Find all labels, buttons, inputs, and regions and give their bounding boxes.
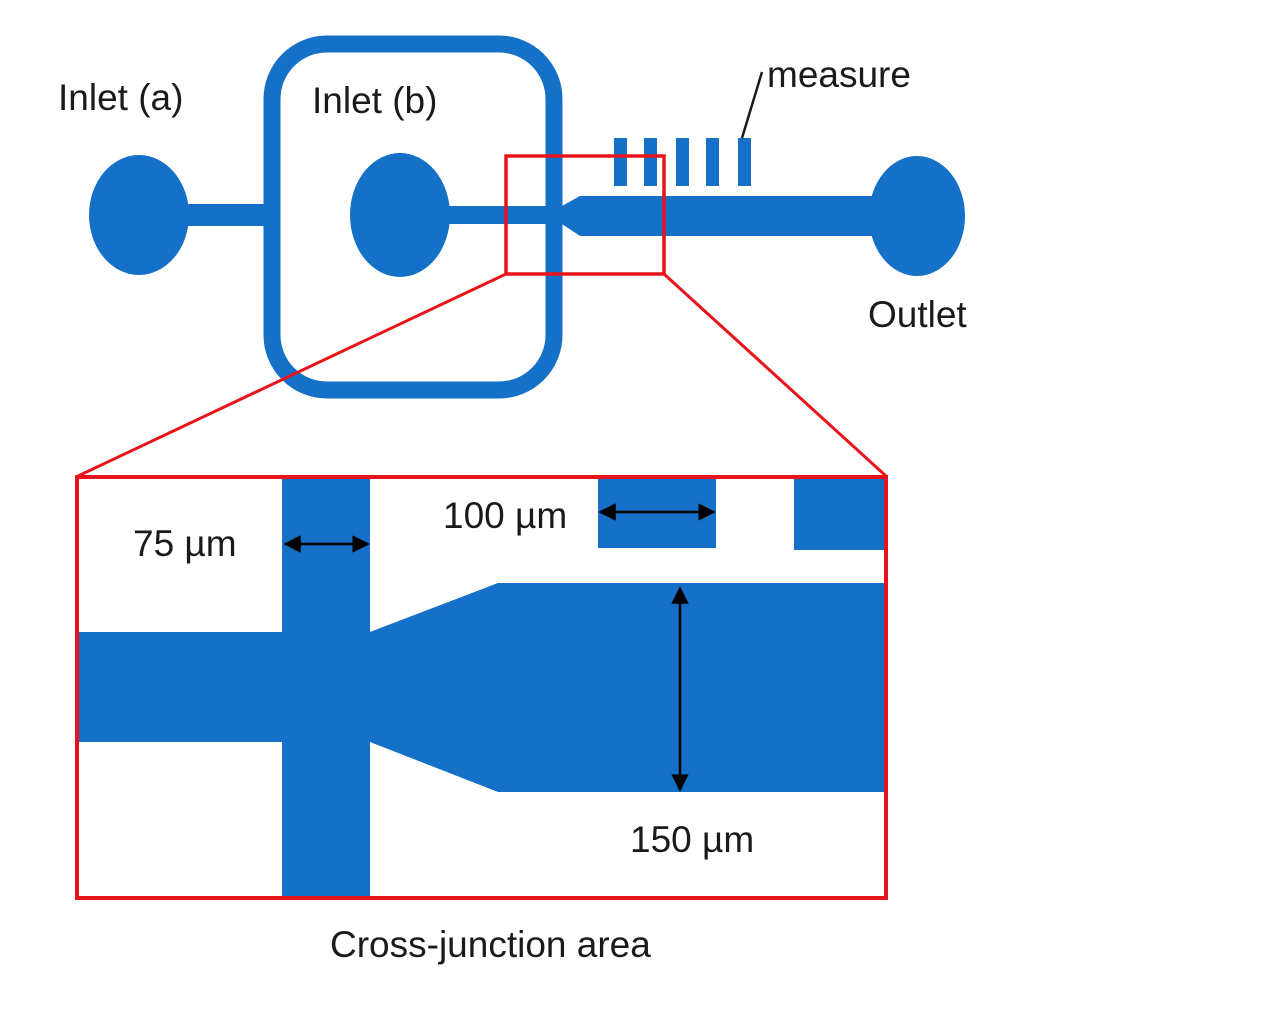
width-100-label: 100 µm	[443, 495, 567, 536]
detail-horizontal-channel	[78, 632, 378, 742]
measure-label: measure	[767, 54, 911, 95]
inlet-b-reservoir	[350, 153, 450, 277]
measure-bars	[614, 138, 751, 186]
width-150-label: 150 µm	[630, 819, 754, 860]
detail-frame	[75, 475, 888, 900]
measure-bar	[614, 138, 627, 186]
inlet-a-channel	[180, 204, 274, 226]
outlet-reservoir	[869, 156, 965, 276]
zoom-connectors	[77, 272, 888, 478]
inlet-a-reservoir	[89, 155, 189, 275]
cross-junction-detail	[75, 475, 888, 900]
measure-leader-line	[740, 71, 764, 139]
width-75-label: 75 µm	[133, 523, 237, 564]
chip-overview	[89, 35, 965, 399]
zoom-connector-right	[662, 272, 888, 478]
measure-bar	[738, 138, 751, 186]
inlet-b-label: Inlet (b)	[312, 80, 437, 121]
outlet-label: Outlet	[868, 294, 967, 335]
main-channel	[562, 196, 880, 236]
inlet-a-label: Inlet (a)	[58, 77, 183, 118]
measure-bar	[706, 138, 719, 186]
zoom-connector-left	[77, 272, 507, 478]
detail-measure-bar	[794, 478, 886, 550]
measure-bar	[644, 138, 657, 186]
caption-label: Cross-junction area	[330, 924, 651, 965]
junction-highlight-box	[504, 154, 666, 276]
detail-expansion-channel	[370, 583, 886, 792]
measure-bar	[676, 138, 689, 186]
